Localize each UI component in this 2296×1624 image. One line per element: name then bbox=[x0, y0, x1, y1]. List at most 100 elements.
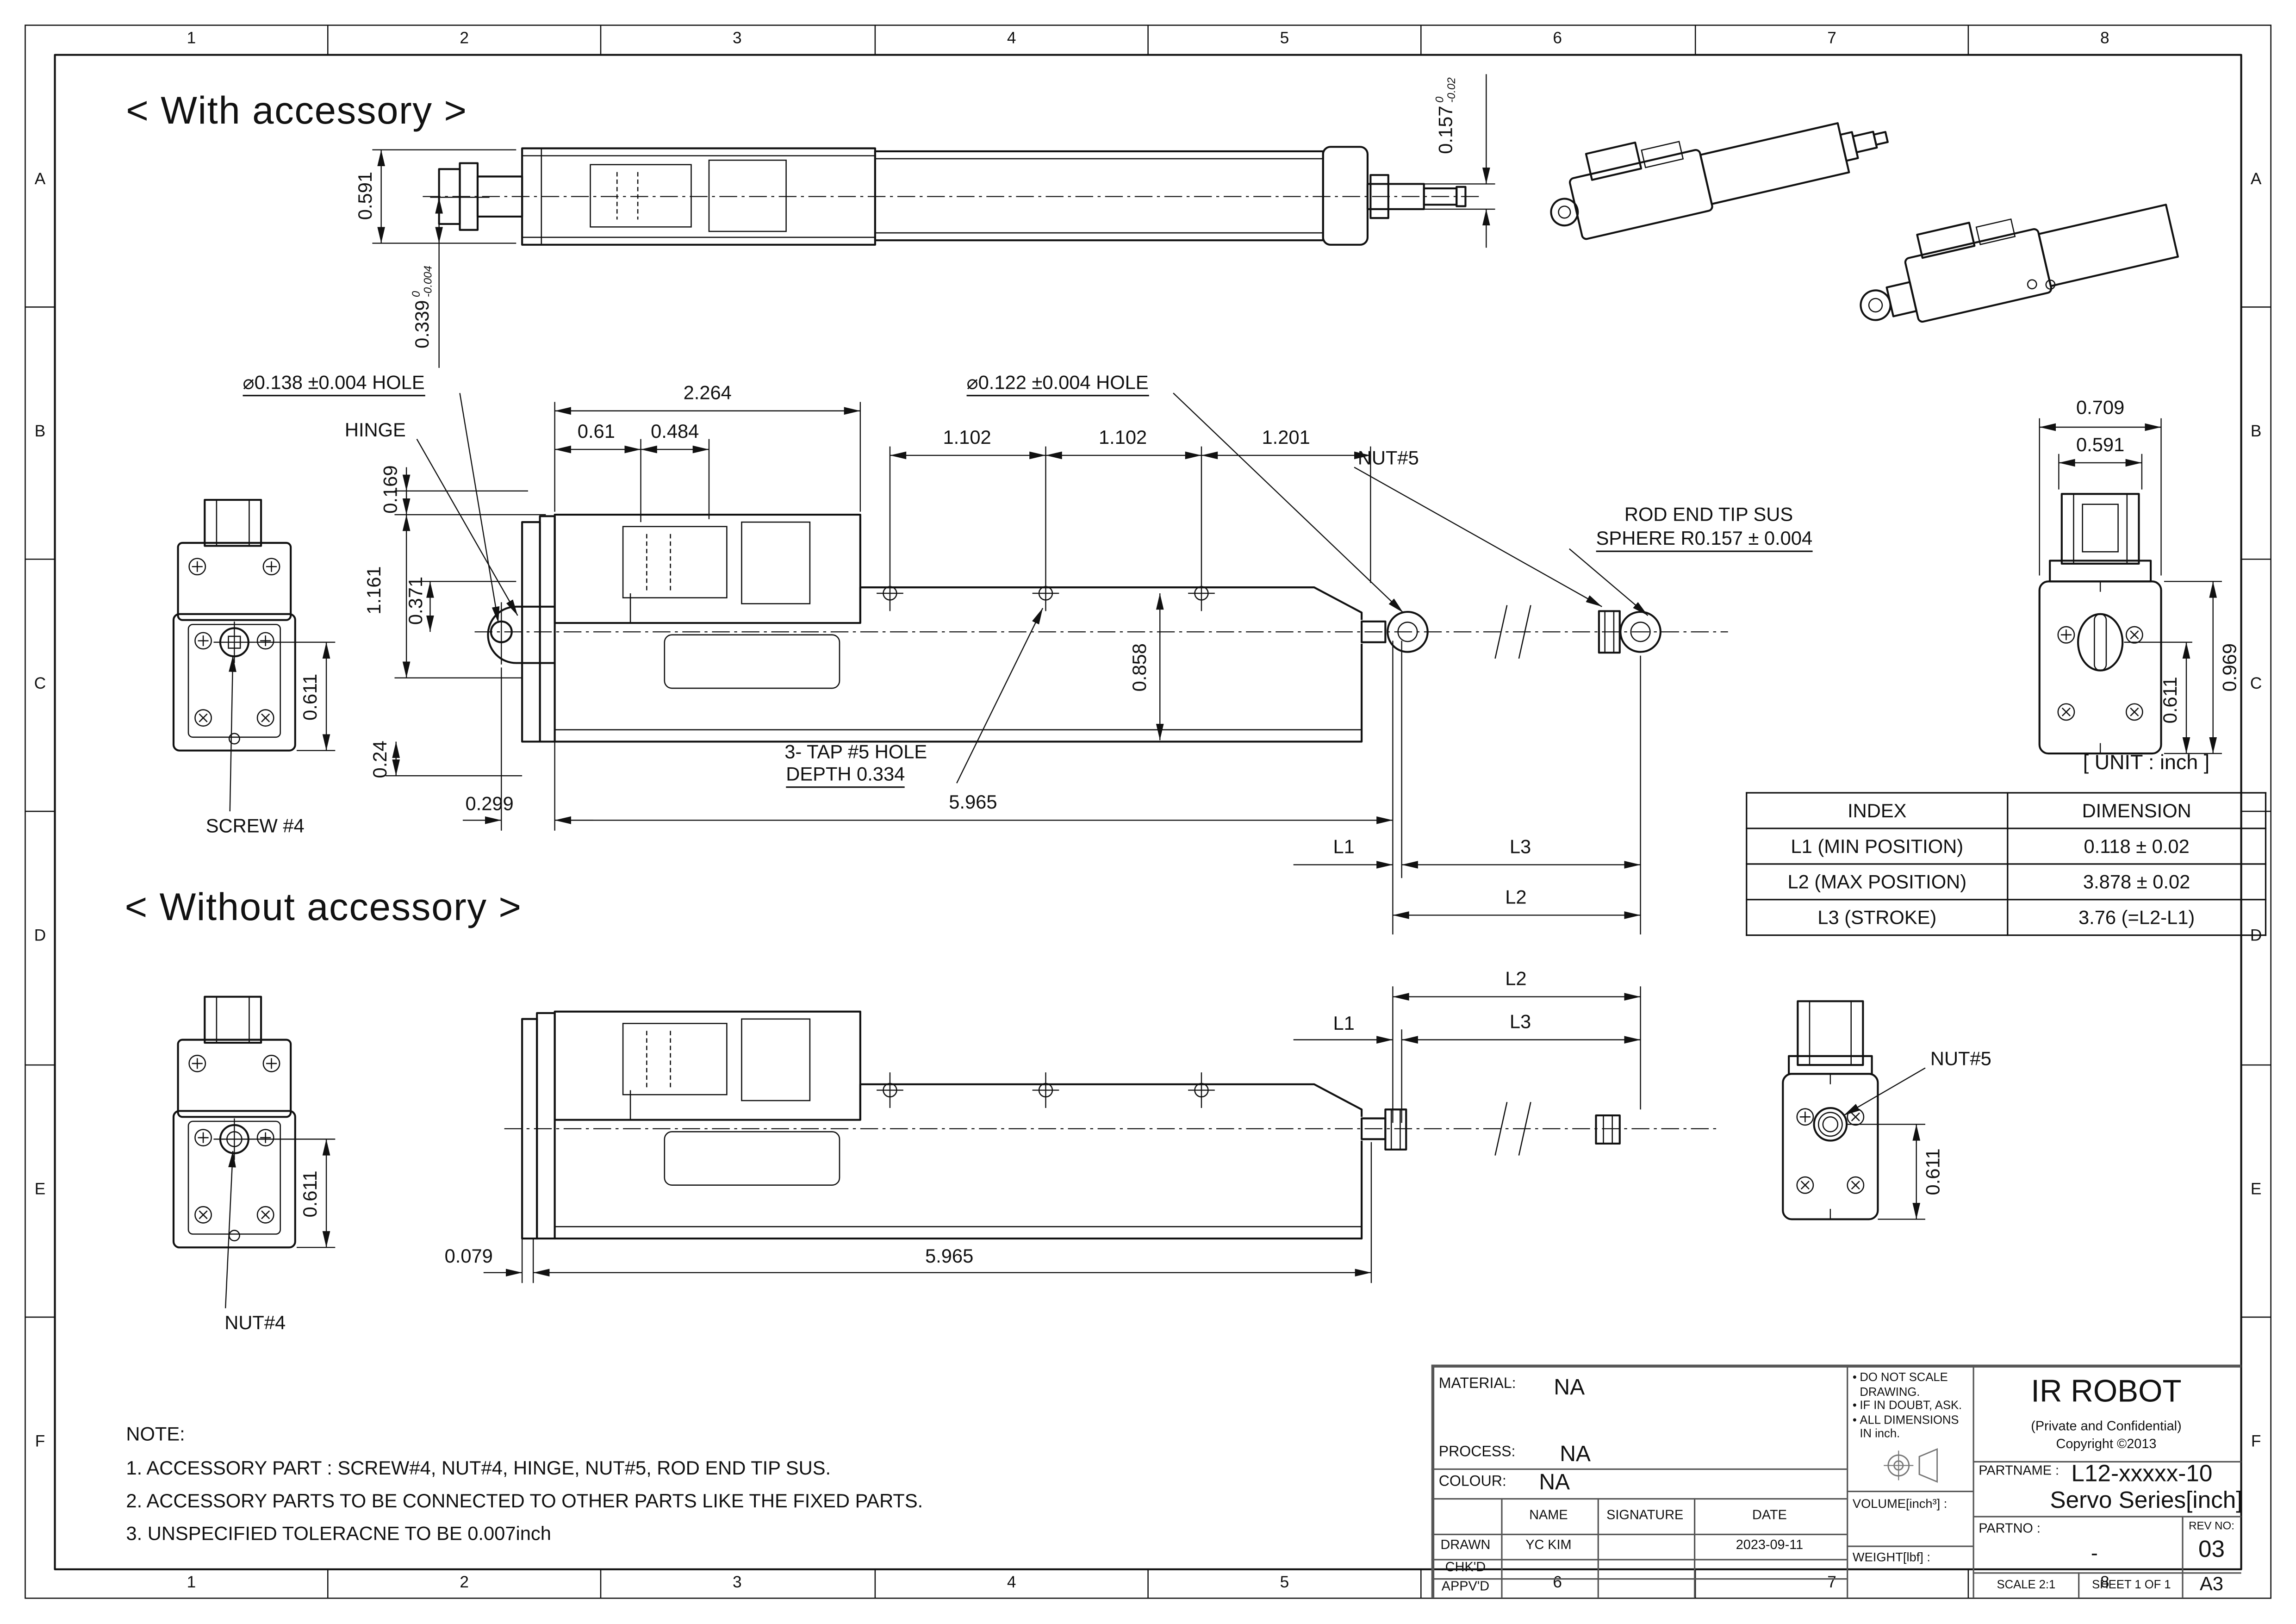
grid-row-label: A bbox=[2250, 171, 2262, 189]
signature-header: SIGNATURE bbox=[1606, 1507, 1684, 1523]
colour-value: NA bbox=[1539, 1470, 1570, 1495]
drawn-label: DRAWN bbox=[1440, 1537, 1491, 1552]
table-cell: L1 (MIN POSITION) bbox=[1746, 828, 2009, 865]
label-hole-0122: ⌀0.122 ±0.004 HOLE bbox=[966, 372, 1149, 396]
copyright-note: Copyright ©2013 bbox=[2056, 1436, 2157, 1451]
label-tap-1: 3- TAP #5 HOLE bbox=[784, 740, 927, 763]
grid-col-label: 3 bbox=[733, 1574, 742, 1592]
label-nut5-top: NUT#5 bbox=[1357, 447, 1419, 469]
bullet: • bbox=[1852, 1399, 1857, 1412]
partname-label: PARTNAME : bbox=[1979, 1462, 2060, 1478]
dim-0157-value: 0.157 bbox=[1434, 106, 1457, 154]
label-hinge: HINGE bbox=[344, 418, 406, 441]
dim-0611-right: 0.611 bbox=[2159, 677, 2181, 724]
bullet: • bbox=[1852, 1412, 1857, 1426]
dim-0079: 0.079 bbox=[444, 1244, 493, 1267]
view-side-main-bottom bbox=[483, 986, 1721, 1283]
grid-col-label: 5 bbox=[1280, 30, 1289, 48]
appvd-label: APPV'D bbox=[1441, 1578, 1490, 1593]
view-isometric-b bbox=[1860, 204, 2179, 323]
grid-col-label: 2 bbox=[460, 30, 469, 48]
label-tap-2: DEPTH 0.334 bbox=[786, 764, 905, 788]
note-item: 1. ACCESSORY PART : SCREW#4, NUT#4, HING… bbox=[126, 1456, 831, 1479]
confidential-note: (Private and Confidential) bbox=[2031, 1418, 2182, 1433]
grid-col-label: 5 bbox=[1280, 1574, 1289, 1592]
view-side-right bbox=[2038, 418, 2222, 755]
material-label: MATERIAL: bbox=[1438, 1376, 1516, 1393]
dim-L2-bottom: L2 bbox=[1505, 967, 1527, 990]
drawn-date: 2023-09-11 bbox=[1736, 1537, 1804, 1552]
view-front-left-bottom bbox=[172, 996, 336, 1308]
label-hole-0138: ⌀0.138 ±0.004 HOLE bbox=[243, 372, 425, 396]
dim-L1-top: L1 bbox=[1333, 835, 1355, 858]
bullet: • bbox=[1852, 1370, 1857, 1384]
label-rod-end-2: SPHERE R0.157 ± 0.004 bbox=[1596, 528, 1813, 552]
process-label: PROCESS: bbox=[1438, 1444, 1516, 1461]
table-header-dimension: DIMENSION bbox=[2007, 792, 2267, 829]
grid-col-label: 1 bbox=[187, 1574, 196, 1592]
drawn-name: YC KIM bbox=[1525, 1537, 1572, 1552]
dim-0299: 0.299 bbox=[465, 792, 514, 815]
dim-0709: 0.709 bbox=[2076, 396, 2125, 419]
dim-L1-bottom: L1 bbox=[1333, 1012, 1355, 1034]
revno-value: 03 bbox=[2198, 1537, 2225, 1563]
dim-0157-tol-upper: 0 bbox=[1432, 96, 1446, 103]
grid-row-label: A bbox=[34, 171, 46, 189]
view-right-bottom bbox=[1782, 1000, 1926, 1220]
notice-item: ALL DIMENSIONS IN inch. bbox=[1860, 1412, 1959, 1440]
dim-L3-bottom: L3 bbox=[1509, 1010, 1531, 1033]
grid-row-label: F bbox=[2251, 1433, 2261, 1451]
partno-value: - bbox=[2091, 1540, 2098, 1565]
section-title-without-accessory: < Without accessory > bbox=[124, 884, 522, 929]
grid-col-label: 2 bbox=[460, 1574, 469, 1592]
dim-1161: 1.161 bbox=[362, 566, 385, 615]
label-nut5-bottom: NUT#5 bbox=[1930, 1047, 1991, 1070]
grid-col-label: 4 bbox=[1007, 30, 1016, 48]
grid-row-label: C bbox=[2250, 675, 2262, 693]
drawing-notices: •DO NOT SCALE DRAWING. •IF IN DOUBT, ASK… bbox=[1853, 1370, 1968, 1441]
dim-1102-b: 1.102 bbox=[1098, 426, 1147, 448]
dim-5965-bottom: 5.965 bbox=[925, 1244, 974, 1267]
grid-col-label: 1 bbox=[187, 30, 196, 48]
grid-row-label: E bbox=[2250, 1181, 2262, 1199]
grid-row-label: B bbox=[2250, 423, 2262, 441]
dim-1201: 1.201 bbox=[1262, 426, 1310, 448]
label-nut4: NUT#4 bbox=[224, 1311, 286, 1334]
section-title-with-accessory: < With accessory > bbox=[126, 88, 467, 133]
dim-0484: 0.484 bbox=[651, 420, 699, 442]
notice-item: DO NOT SCALE DRAWING. bbox=[1860, 1370, 1948, 1398]
dim-0339-tol-upper: 0 bbox=[409, 291, 423, 298]
view-top-assembly bbox=[372, 74, 1495, 368]
table-row: L3 (STROKE) 3.76 (=L2-L1) bbox=[1746, 899, 2267, 936]
grid-row-label: E bbox=[34, 1181, 46, 1199]
dim-024: 0.24 bbox=[368, 740, 391, 778]
dim-0969: 0.969 bbox=[2218, 643, 2241, 692]
view-front-left bbox=[172, 498, 336, 812]
grid-row-label: B bbox=[34, 423, 46, 441]
table-cell: 3.878 ± 0.02 bbox=[2007, 863, 2267, 901]
grid-row-label: C bbox=[34, 675, 46, 693]
material-value: NA bbox=[1554, 1375, 1585, 1400]
grid-col-label: 3 bbox=[733, 30, 742, 48]
dim-2264: 2.264 bbox=[683, 381, 732, 404]
grid-col-label: 8 bbox=[2100, 1574, 2109, 1592]
process-value: NA bbox=[1560, 1442, 1591, 1468]
dim-0339-value: 0.339 bbox=[411, 300, 433, 348]
table-header-index: INDEX bbox=[1746, 792, 2009, 829]
dim-L2-top: L2 bbox=[1505, 885, 1527, 908]
dim-0858: 0.858 bbox=[1128, 643, 1151, 692]
dim-1102-a: 1.102 bbox=[943, 426, 991, 448]
note-item: 2. ACCESSORY PARTS TO BE CONNECTED TO OT… bbox=[126, 1489, 923, 1512]
table-cell: 0.118 ± 0.02 bbox=[2007, 828, 2267, 865]
dim-0157-tol-lower: -0.02 bbox=[1444, 77, 1457, 103]
weight-label: WEIGHT[lbf] : bbox=[1852, 1549, 1930, 1564]
grid-col-label: 6 bbox=[1553, 30, 1562, 48]
table-row: L1 (MIN POSITION) 0.118 ± 0.02 bbox=[1746, 828, 2267, 865]
table-cell: L2 (MAX POSITION) bbox=[1746, 863, 2009, 901]
table-row: L2 (MAX POSITION) 3.878 ± 0.02 bbox=[1746, 863, 2267, 901]
revno-label: REV NO: bbox=[2189, 1519, 2234, 1532]
table-cell: 3.76 (=L2-L1) bbox=[2007, 899, 2267, 936]
dim-L3-top: L3 bbox=[1509, 835, 1531, 858]
chkd-label: CHK'D bbox=[1445, 1559, 1486, 1574]
